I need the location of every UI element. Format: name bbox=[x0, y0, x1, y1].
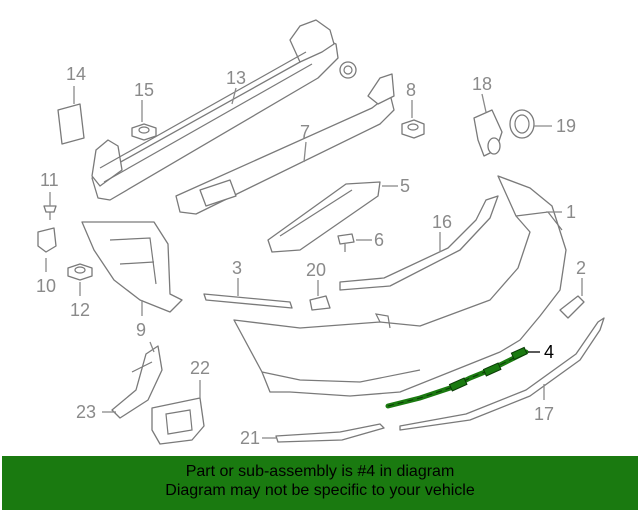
part-12-nut[interactable] bbox=[67, 263, 93, 281]
part-11-clip[interactable] bbox=[43, 205, 57, 220]
part-6-clip[interactable] bbox=[337, 233, 355, 252]
part-21-moulding[interactable] bbox=[275, 423, 385, 443]
callout-6: 6 bbox=[374, 230, 384, 250]
callout-1: 1 bbox=[566, 202, 576, 222]
part-4-wiring-harness[interactable] bbox=[385, 346, 529, 409]
callout-3: 3 bbox=[232, 258, 242, 278]
part-15-nut[interactable] bbox=[131, 123, 157, 141]
callout-14: 14 bbox=[66, 64, 86, 84]
part-9-side-bracket[interactable] bbox=[81, 221, 183, 313]
callout-labels: 14 15 13 7 8 18 19 5 6 1 16 2 3 20 11 10… bbox=[36, 64, 586, 448]
callout-23: 23 bbox=[76, 402, 96, 422]
part-5-energy-absorber[interactable] bbox=[267, 181, 381, 253]
part-17-lower-trim[interactable] bbox=[399, 317, 605, 431]
callout-10: 10 bbox=[36, 276, 56, 296]
part-7-bracket[interactable] bbox=[175, 73, 395, 215]
part-2-reflector[interactable] bbox=[559, 295, 585, 319]
callout-12: 12 bbox=[70, 300, 90, 320]
callout-4: 4 bbox=[544, 342, 554, 362]
callout-7: 7 bbox=[300, 122, 310, 142]
part-20-clip[interactable] bbox=[309, 295, 331, 311]
parts-diagram: 14 15 13 7 8 18 19 5 6 1 16 2 3 20 11 10… bbox=[36, 19, 605, 448]
callout-16: 16 bbox=[432, 212, 452, 232]
callout-18: 18 bbox=[472, 74, 492, 94]
callout-5: 5 bbox=[400, 176, 410, 196]
callout-15: 15 bbox=[134, 80, 154, 100]
part-13-bumper-reinforcement[interactable] bbox=[91, 19, 357, 201]
part-14-pad[interactable] bbox=[57, 103, 85, 145]
banner-line-1: Part or sub-assembly is #4 in diagram bbox=[185, 463, 455, 480]
part-22-bracket[interactable] bbox=[151, 397, 205, 445]
part-18-sensor[interactable] bbox=[473, 109, 503, 157]
callout-17: 17 bbox=[534, 404, 554, 424]
callout-20: 20 bbox=[306, 260, 326, 280]
part-23-bracket[interactable] bbox=[111, 345, 163, 419]
callout-22: 22 bbox=[190, 358, 210, 378]
part-16-trim-strip[interactable] bbox=[339, 195, 499, 291]
part-10-clip[interactable] bbox=[37, 227, 57, 253]
part-19-grommet[interactable] bbox=[509, 109, 535, 139]
callout-21: 21 bbox=[240, 428, 260, 448]
part-8-nut[interactable] bbox=[401, 119, 425, 139]
callout-9: 9 bbox=[136, 320, 146, 340]
callout-13: 13 bbox=[226, 68, 246, 88]
info-banner: Part or sub-assembly is #4 in diagram Di… bbox=[2, 456, 638, 510]
callout-11: 11 bbox=[40, 170, 59, 190]
part-3-moulding-strip[interactable] bbox=[203, 293, 293, 309]
leader-lines bbox=[45, 86, 583, 439]
banner-line-2: Diagram may not be specific to your vehi… bbox=[165, 482, 475, 499]
callout-8: 8 bbox=[406, 80, 416, 100]
callout-19: 19 bbox=[556, 116, 576, 136]
part-1-bumper-cover[interactable] bbox=[233, 175, 567, 397]
callout-2: 2 bbox=[576, 258, 586, 278]
